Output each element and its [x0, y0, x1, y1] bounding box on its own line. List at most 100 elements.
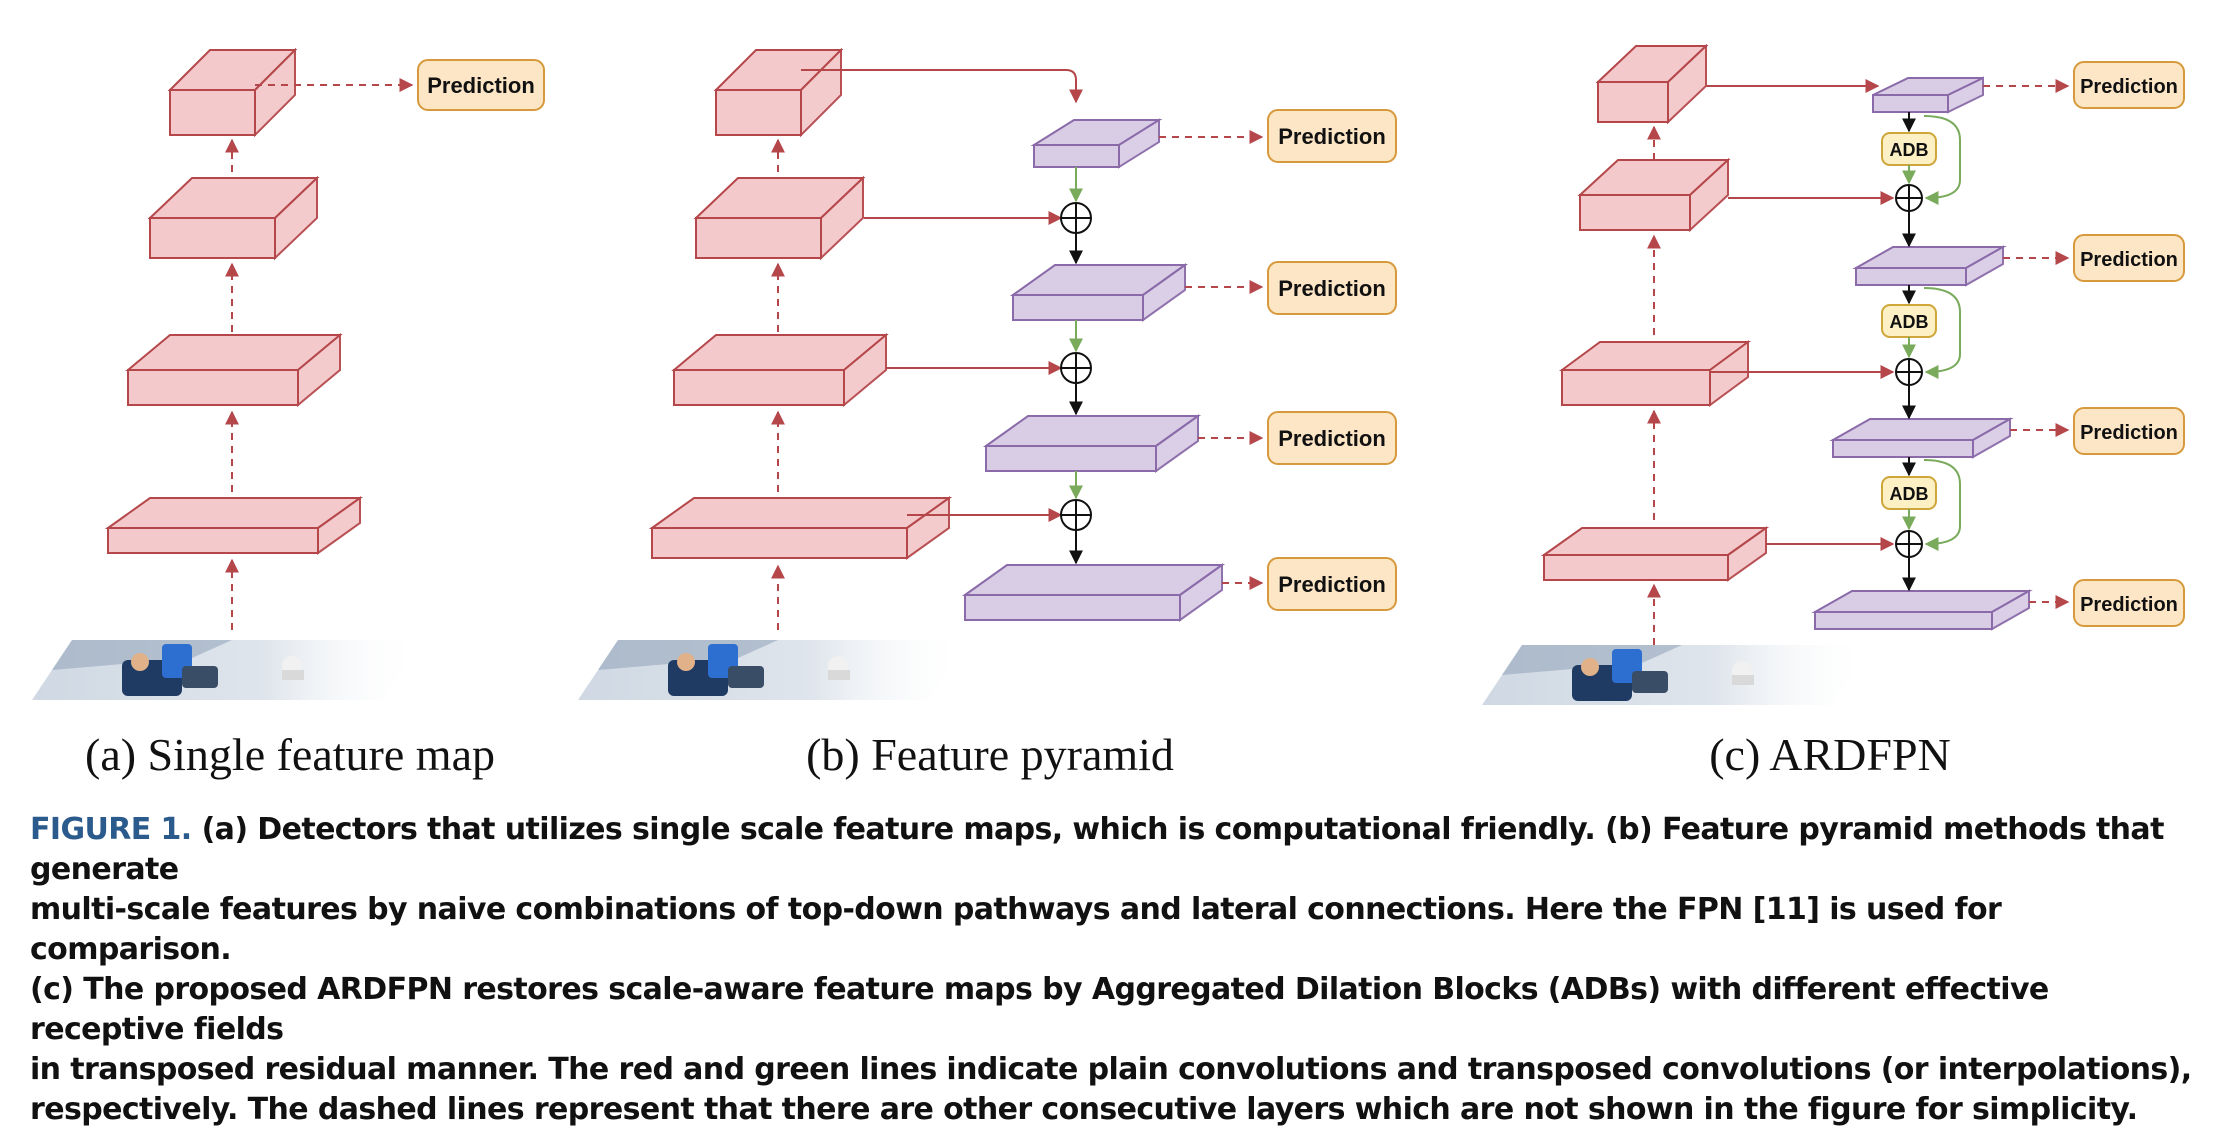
panel-c-sum-3	[1895, 184, 1923, 212]
panel-a-level-2	[125, 332, 343, 408]
panel-c-pyramid-1	[1811, 589, 2033, 631]
panel-c-pyramid-2-front	[1832, 439, 1974, 458]
panel-b-prediction-1: Prediction	[1267, 557, 1397, 611]
panel-c-prediction-3: Prediction	[2073, 234, 2185, 282]
panel-b-level-1-front	[651, 527, 908, 559]
panel-b-top-lateral	[801, 69, 1083, 104]
panel-a-level-3-front	[149, 217, 276, 259]
panel-a-input-image	[32, 640, 422, 700]
panel-c-sum-2	[1895, 358, 1923, 386]
panel-c-skip-3	[1923, 115, 1961, 205]
panel-b-level-1-top	[648, 497, 953, 529]
panel-c-skip-2	[1923, 287, 1961, 379]
panel-b-pyramid-4	[1030, 118, 1163, 169]
panel-b-level-1	[648, 496, 953, 560]
panel-b-level-4	[713, 47, 844, 138]
panel-c-prediction-3-box	[2073, 234, 2185, 282]
panel-b-sum-1	[1060, 499, 1092, 531]
panel-b-prediction-2: Prediction	[1267, 411, 1397, 465]
panel-b-prediction-1-label: Prediction	[1278, 572, 1386, 597]
panel-c-prediction-1-label: Prediction	[2080, 594, 2178, 616]
panel-c-adb-2: ADB	[1881, 304, 1937, 338]
panel-c-pyramid-4	[1872, 76, 1984, 114]
caption-line-2: multi-scale features by naive combinatio…	[30, 892, 2002, 967]
panel-b-prediction-1-box	[1267, 557, 1397, 611]
panel-c-prediction-3-label: Prediction	[2080, 249, 2178, 271]
panel-a-level-2-front	[127, 369, 299, 406]
panel-c-adb-1: ADB	[1881, 476, 1937, 510]
caption-line-1: FIGURE 1.(a) Detectors that utilizes sin…	[30, 812, 2164, 887]
panel-b-sum-2	[1060, 352, 1092, 384]
panel-b-level-3-front	[695, 217, 822, 259]
panel-c-level-4	[1595, 43, 1709, 125]
panel-a-level-4	[167, 47, 298, 138]
panel-c-prediction-2: Prediction	[2073, 407, 2185, 455]
panel-b-prediction-3-box	[1267, 261, 1397, 315]
panel-c-prediction-1-box	[2073, 579, 2185, 627]
panel-c-pyramid-2	[1829, 417, 2014, 459]
panel-c-level-1-front	[1543, 554, 1729, 581]
panel-b-pyramid-3	[1009, 263, 1189, 322]
panel-c-sum-1	[1895, 530, 1923, 558]
panel-c-caption: (c) ARDFPN	[1709, 729, 1951, 780]
panel-c-level-3-front	[1579, 194, 1691, 231]
panel-b-pyramid-4-front	[1033, 144, 1120, 168]
panel-b-prediction-2-box	[1267, 411, 1397, 465]
caption-line-3: (c) The proposed ARDFPN restores scale-a…	[30, 972, 2049, 1047]
panel-b-pyramid-1-front	[964, 594, 1181, 621]
figure-caption: FIGURE 1.(a) Detectors that utilizes sin…	[30, 810, 2200, 1130]
panel-a-level-1-front	[107, 527, 319, 554]
panel-b-level-3	[693, 175, 866, 261]
panel-b-pyramid-2	[982, 414, 1202, 473]
panel-a-level-1-top	[104, 497, 364, 529]
panel-b-input-image	[578, 640, 968, 700]
panel-a-level-1	[104, 496, 364, 555]
panel-a-prediction: Prediction	[417, 59, 545, 111]
panel-c-adb-3-label: ADB	[1890, 140, 1929, 160]
panel-b-level-2-front	[673, 369, 845, 406]
panel-c-level-2-front	[1561, 369, 1711, 406]
panel-c-skip-1	[1923, 459, 1961, 551]
panel-c-adb-2-label: ADB	[1890, 312, 1929, 332]
panel-b-level-4-front	[715, 89, 802, 136]
panel-b-pyramid-1	[961, 563, 1226, 622]
panel-b-pyramid-2-front	[985, 445, 1157, 472]
panel-c-pyramid-3	[1852, 245, 2007, 287]
panel-c-prediction-4-label: Prediction	[2080, 76, 2178, 98]
panel-b-caption: (b) Feature pyramid	[806, 729, 1174, 780]
panel-c-level-4-front	[1597, 81, 1669, 123]
panel-a-prediction-label: Prediction	[427, 73, 535, 98]
panel-c-prediction-1: Prediction	[2073, 579, 2185, 627]
caption-line-4: in transposed residual manner. The red a…	[30, 1052, 2192, 1087]
panel-b-prediction-2-label: Prediction	[1278, 426, 1386, 451]
panel-c-level-2	[1558, 340, 1752, 407]
panel-b-prediction-3: Prediction	[1267, 261, 1397, 315]
panel-c-pyramid-1-front	[1814, 611, 1993, 630]
panel-c-prediction-4-box	[2073, 61, 2185, 109]
panel-b-sum-3	[1060, 202, 1092, 234]
panel-c-prediction-2-box	[2073, 407, 2185, 455]
figure-diagram: PredictionPredictionPredictionPrediction…	[32, 43, 2185, 780]
panel-b-level-2	[671, 332, 889, 408]
panel-a-level-3	[147, 175, 320, 261]
panel-c-adb-1-label: ADB	[1890, 484, 1929, 504]
panel-b-prediction-3-label: Prediction	[1278, 276, 1386, 301]
panel-c-level-3	[1577, 157, 1731, 233]
panel-c-input-image	[1482, 645, 1872, 705]
panel-a-level-4-front	[169, 89, 256, 136]
panel-b-prediction-4-label: Prediction	[1278, 124, 1386, 149]
panel-c-pyramid-4-front	[1872, 94, 1949, 113]
panel-b-prediction-4-box	[1267, 109, 1397, 163]
panel-c-prediction-4: Prediction	[2073, 61, 2185, 109]
caption-line-5: respectively. The dashed lines represent…	[30, 1092, 2138, 1127]
panel-b-pyramid-1-top	[961, 564, 1226, 596]
panel-a-caption: (a) Single feature map	[85, 729, 495, 780]
panel-c-pyramid-3-front	[1855, 267, 1967, 286]
panel-b-prediction-4: Prediction	[1267, 109, 1397, 163]
panel-c-adb-3: ADB	[1881, 132, 1937, 166]
panel-c-level-1	[1540, 526, 1770, 582]
panel-c-prediction-2-label: Prediction	[2080, 422, 2178, 444]
panel-a-prediction-box	[417, 59, 545, 111]
panel-b-pyramid-3-front	[1012, 294, 1144, 321]
figure-label: FIGURE 1.	[30, 812, 192, 847]
